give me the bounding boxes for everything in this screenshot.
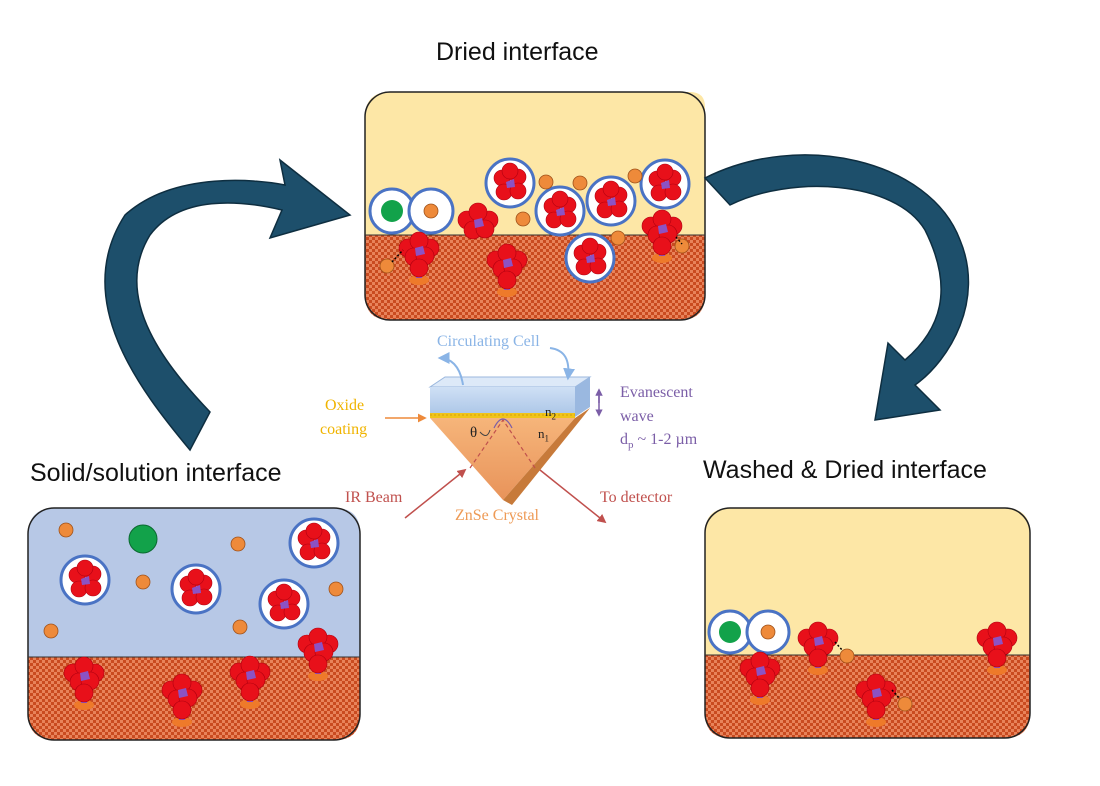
dp-symbol: d: [620, 431, 628, 448]
coating-label: coating: [320, 421, 368, 438]
oxide-label: Oxide: [325, 397, 365, 414]
arrow-left-to-top: [104, 158, 352, 452]
circulating-cell-label: Circulating Cell: [437, 333, 540, 350]
dried-panel: [364, 91, 706, 321]
loaded-capsule: [484, 157, 536, 209]
theta-label: θ: [470, 425, 478, 441]
circulating-cell: [428, 376, 592, 388]
orange-particles: [43, 522, 344, 639]
loaded-capsule: [534, 185, 586, 237]
solution-panel: [27, 507, 361, 741]
n2-symbol: n: [545, 404, 552, 419]
znse-crystal: [430, 418, 575, 500]
n1-label: n1: [538, 426, 549, 444]
n1-symbol: n: [538, 426, 545, 441]
dp-value: ~ 1-2 µm: [633, 431, 698, 448]
loaded-capsule: [564, 232, 616, 284]
green-particle: [128, 524, 158, 554]
ir-beam-label: IR Beam: [345, 489, 403, 506]
loaded-capsule: [258, 578, 310, 630]
washed-panel: [704, 507, 1031, 739]
atr-crystal-diagram: [385, 347, 607, 524]
to-detector-label: To detector: [600, 489, 673, 506]
washed-interface-title: Washed & Dried interface: [703, 456, 987, 484]
wave-label: wave: [620, 408, 654, 425]
n2-label: n2: [545, 404, 556, 422]
dried-interface-title: Dried interface: [436, 38, 599, 66]
arrow-top-to-right: [703, 154, 970, 421]
orange-particles: [839, 648, 913, 712]
n1-subscript: 1: [544, 433, 550, 444]
solution-interface-title: Solid/solution interface: [30, 459, 282, 487]
penetration-depth-label: dp ~ 1-2 µm: [620, 431, 697, 451]
znse-crystal-label: ZnSe Crystal: [455, 507, 539, 524]
orange-particles: [379, 168, 690, 274]
evanescent-label: Evanescent: [620, 384, 693, 401]
loaded-capsule: [170, 563, 222, 615]
loaded-capsule: [59, 554, 111, 606]
loaded-capsule: [288, 517, 340, 569]
n2-subscript: 2: [551, 411, 557, 422]
loaded-capsule: [639, 158, 691, 210]
loaded-capsule: [585, 175, 637, 227]
dp-subscript: p: [628, 439, 634, 452]
